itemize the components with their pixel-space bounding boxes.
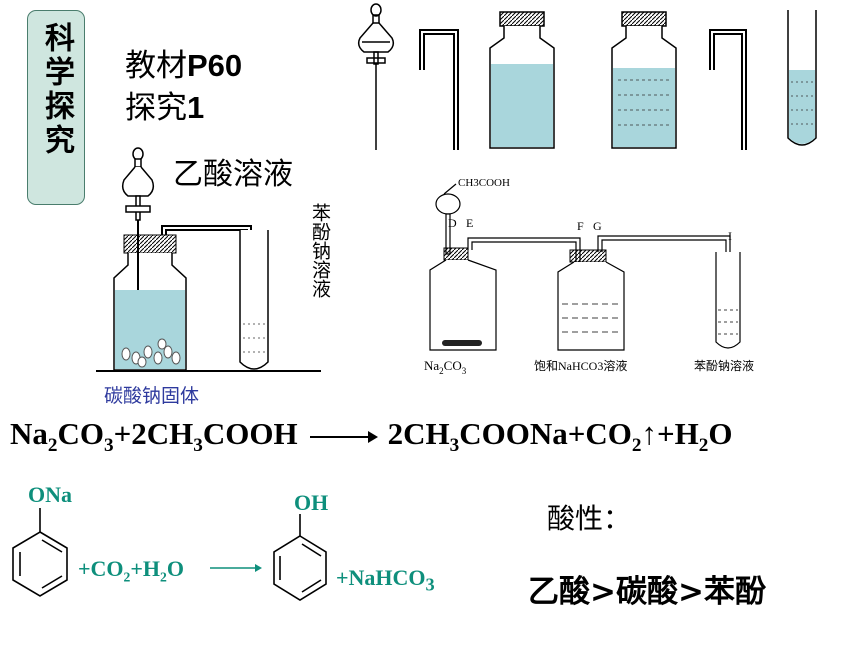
flask1-label: Na2CO3 [424,358,467,376]
ref-line2-num: 1 [187,90,205,125]
acidity-title: 酸性： [547,502,632,535]
letter-f: F [577,219,584,233]
separatory-funnel-icon [357,3,395,150]
acid-label: 乙酸溶液 [173,157,293,192]
ref-line1-cn: 教材 [125,48,187,84]
letter-e: E [466,216,473,230]
side-tag [27,10,85,205]
bent-tube-icon [419,29,459,150]
test-tube-icon [787,10,817,146]
reagent-bottle-icon [489,11,555,149]
phenolate-reaction [12,508,327,601]
acidity-order: 乙酸>碳酸>苯酚 [528,574,766,610]
flask2-label: 饱和NaHCO3溶液 [534,358,627,373]
bent-tube-2-icon [709,29,747,150]
phenolate-label: 苯酚钠溶液 [309,203,331,298]
left-apparatus [96,147,321,372]
ref-line2-cn: 探究 [125,90,187,126]
solid-label: 碳酸钠固体 [104,385,200,407]
wash-bottle-icon [611,11,677,149]
right-solids-icon [442,340,482,346]
letter-d: D [448,216,457,230]
equation-2-product: +NaHCO3 [336,565,435,595]
dropping-funnel-icon [121,147,155,221]
letter-g: G [593,219,602,233]
oh-group: OH [294,490,329,515]
textbook-reference: 教材P60 探究1 [125,45,242,129]
side-tag-text: 科学探究 [39,22,74,158]
solid-particles-icon [121,338,181,368]
right-apparatus: CH3COOH D E F G I Na2CO3 饱和NaHCO3溶液 苯酚钠溶… [418,170,798,386]
benzene-ring-reactant-icon [12,508,68,597]
benzene-ring-product-icon [273,514,327,601]
right-funnel-icon [435,183,461,255]
equation-2-middle: +CO2+H2O [78,556,184,585]
tube-label: 苯酚钠溶液 [694,358,754,373]
reaction-arrow [309,430,378,443]
onA-group: ONa [28,482,72,507]
apparatus-parts [357,3,817,150]
funnel-label: CH3COOH [458,177,510,189]
ref-line1-page: P60 [187,48,243,83]
